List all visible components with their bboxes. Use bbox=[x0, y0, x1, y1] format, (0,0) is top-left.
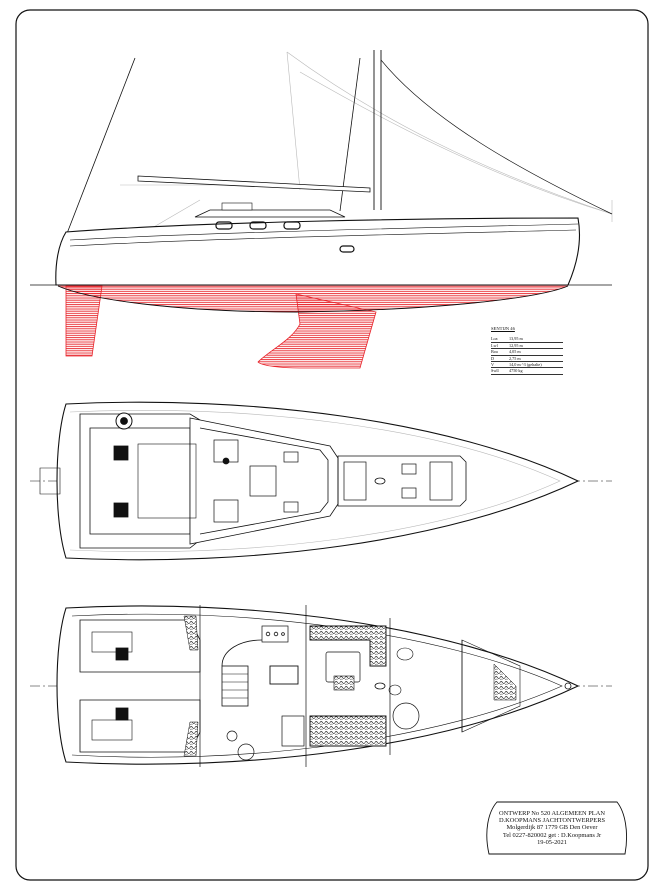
helm-seat bbox=[113, 502, 129, 518]
title-block: ONTWERP No 520 ALGEMEEN PLAN D.KOOPMANS … bbox=[487, 803, 617, 855]
antifouling-band bbox=[57, 285, 569, 313]
side-profile-view bbox=[30, 50, 613, 369]
keel bbox=[257, 293, 377, 369]
designer-phone: Tel 0227-820002 get : D.Koopmans Jr bbox=[502, 831, 602, 839]
portlight bbox=[283, 221, 301, 230]
design-number: ONTWERP No 520 ALGEMEEN PLAN bbox=[499, 810, 605, 817]
portlight bbox=[339, 245, 355, 253]
helm-seat bbox=[115, 647, 129, 661]
drawing-date: 19-05-2021 bbox=[537, 838, 567, 846]
settee bbox=[309, 625, 387, 667]
deck-plan-view bbox=[30, 401, 612, 561]
title-block-frame bbox=[486, 801, 628, 855]
companionway bbox=[221, 665, 249, 707]
spec-title: SENTIJN 46 bbox=[491, 326, 515, 331]
helm-seat bbox=[115, 707, 129, 721]
sheet-border bbox=[15, 9, 649, 881]
helm-seat bbox=[113, 445, 129, 461]
saloon-table bbox=[269, 665, 299, 685]
settee bbox=[309, 715, 387, 747]
designer-name: D.KOOPMANS JACHTONTWERPERS bbox=[498, 817, 606, 825]
portlight bbox=[215, 221, 233, 230]
designer-address: Molgerdijk 87 1779 GB Den Oever bbox=[506, 824, 598, 832]
portlight bbox=[249, 221, 267, 230]
interior-plan-view bbox=[30, 605, 612, 767]
